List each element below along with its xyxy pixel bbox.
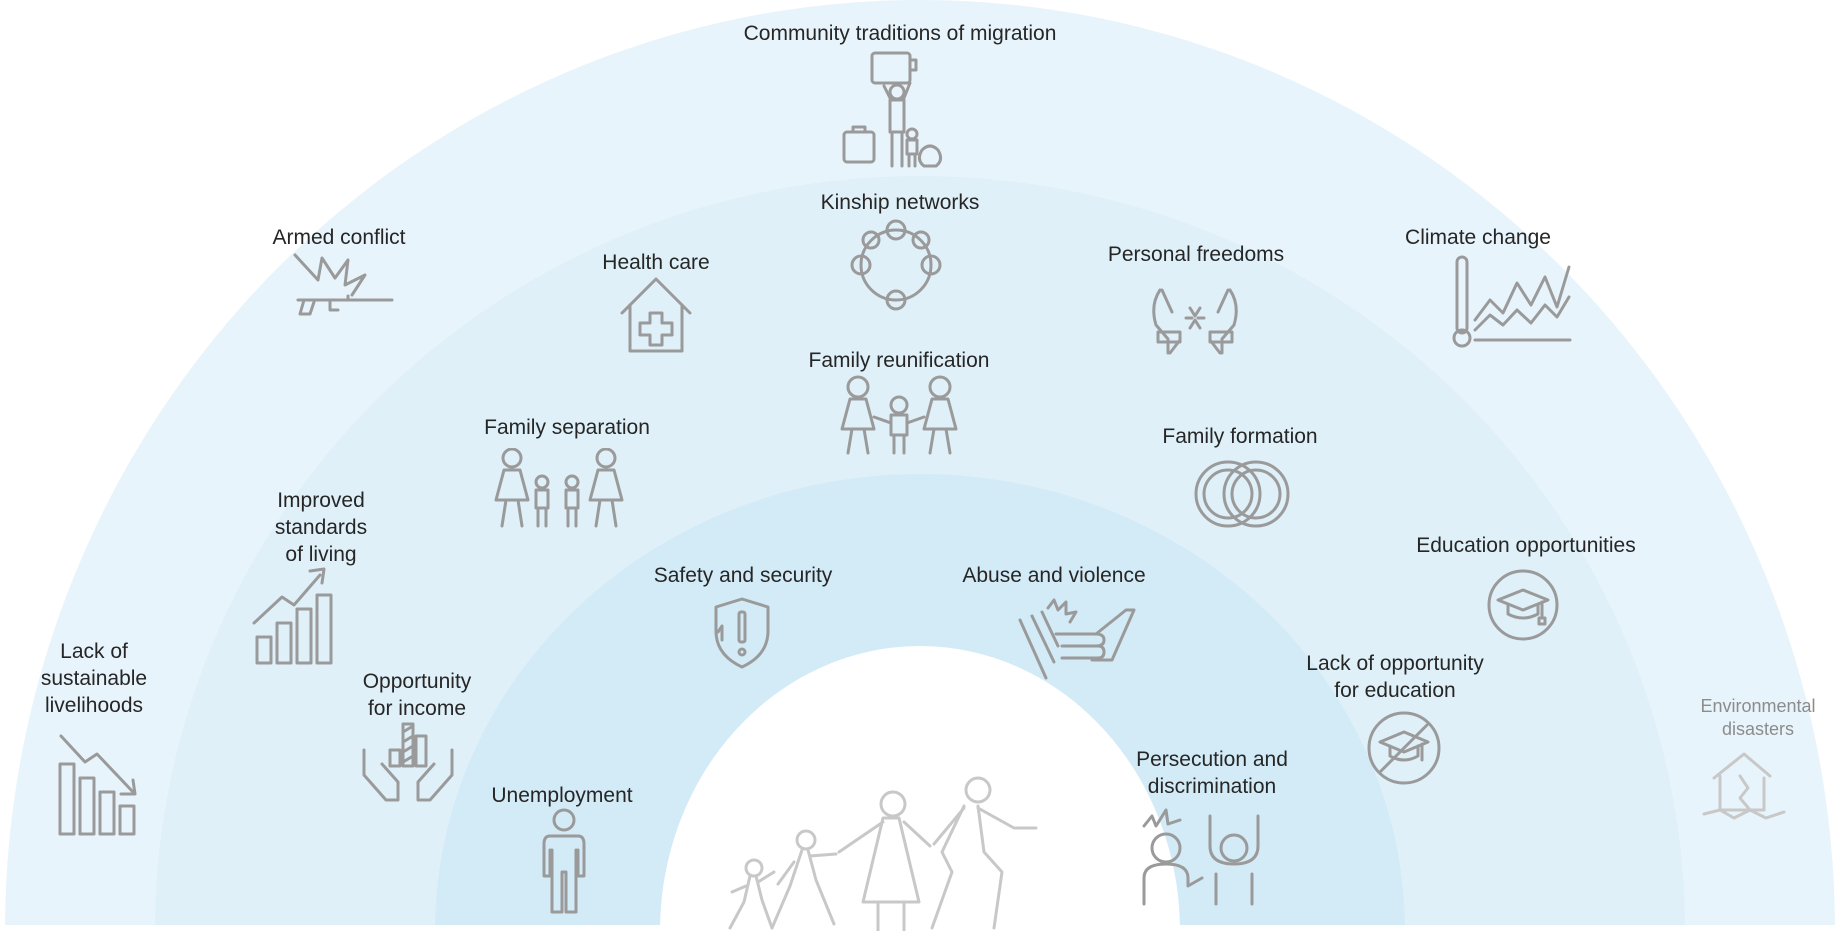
label-armed-conflict: Armed conflict	[272, 226, 406, 249]
separated-family-icon	[490, 448, 630, 530]
rising-bar-chart-icon	[252, 565, 342, 665]
falling-bar-chart-icon	[55, 732, 140, 837]
label-unemployment: Unemployment	[491, 784, 633, 807]
label-family-formation: Family formation	[1162, 425, 1318, 448]
center-circle	[660, 646, 1180, 931]
shield-exclamation-icon	[712, 596, 772, 670]
persecuted-people-icon	[1138, 808, 1264, 908]
bottom-strip	[0, 925, 1839, 931]
label-education-opportunities: Education opportunities	[1416, 534, 1636, 557]
label-family-reunification: Family reunification	[808, 349, 990, 372]
label-safety-security: Safety and security	[653, 564, 833, 587]
thermometer-chart-icon	[1445, 255, 1575, 350]
wedding-rings-icon	[1192, 458, 1292, 530]
label-family-separation: Family separation	[484, 416, 650, 439]
graduation-cap-icon	[1486, 568, 1560, 642]
broken-handcuffs-icon	[1140, 270, 1250, 355]
label-health-care: Health care	[602, 251, 710, 274]
standing-person-icon	[538, 808, 590, 916]
label-lack-livelihoods: Lack of sustainable livelihoods	[40, 640, 148, 717]
network-circle-icon	[846, 218, 946, 313]
label-community-traditions: Community traditions of migration	[743, 22, 1057, 45]
label-environmental-disasters: Environmental disasters	[1700, 696, 1816, 739]
label-improved-standards: Improved standards of living	[274, 489, 368, 566]
label-lack-education: Lack of opportunity for education	[1306, 652, 1484, 702]
label-personal-freedoms: Personal freedoms	[1107, 243, 1285, 266]
label-abuse-violence: Abuse and violence	[962, 564, 1146, 587]
label-opportunity-income: Opportunity for income	[362, 670, 472, 720]
hand-violence-icon	[1012, 598, 1137, 680]
collapsed-house-icon	[1700, 748, 1788, 824]
label-kinship-networks: Kinship networks	[820, 191, 980, 214]
no-education-icon	[1366, 710, 1442, 786]
label-persecution: Persecution and discrimination	[1136, 748, 1288, 798]
walking-family-icon	[728, 776, 1038, 931]
explosion-rifle-icon	[290, 250, 400, 340]
label-climate-change: Climate change	[1405, 226, 1551, 249]
house-cross-icon	[618, 275, 694, 355]
migrant-family-luggage-icon	[840, 50, 950, 170]
family-holding-hands-icon	[836, 375, 962, 455]
hands-holding-chart-icon	[358, 720, 458, 810]
